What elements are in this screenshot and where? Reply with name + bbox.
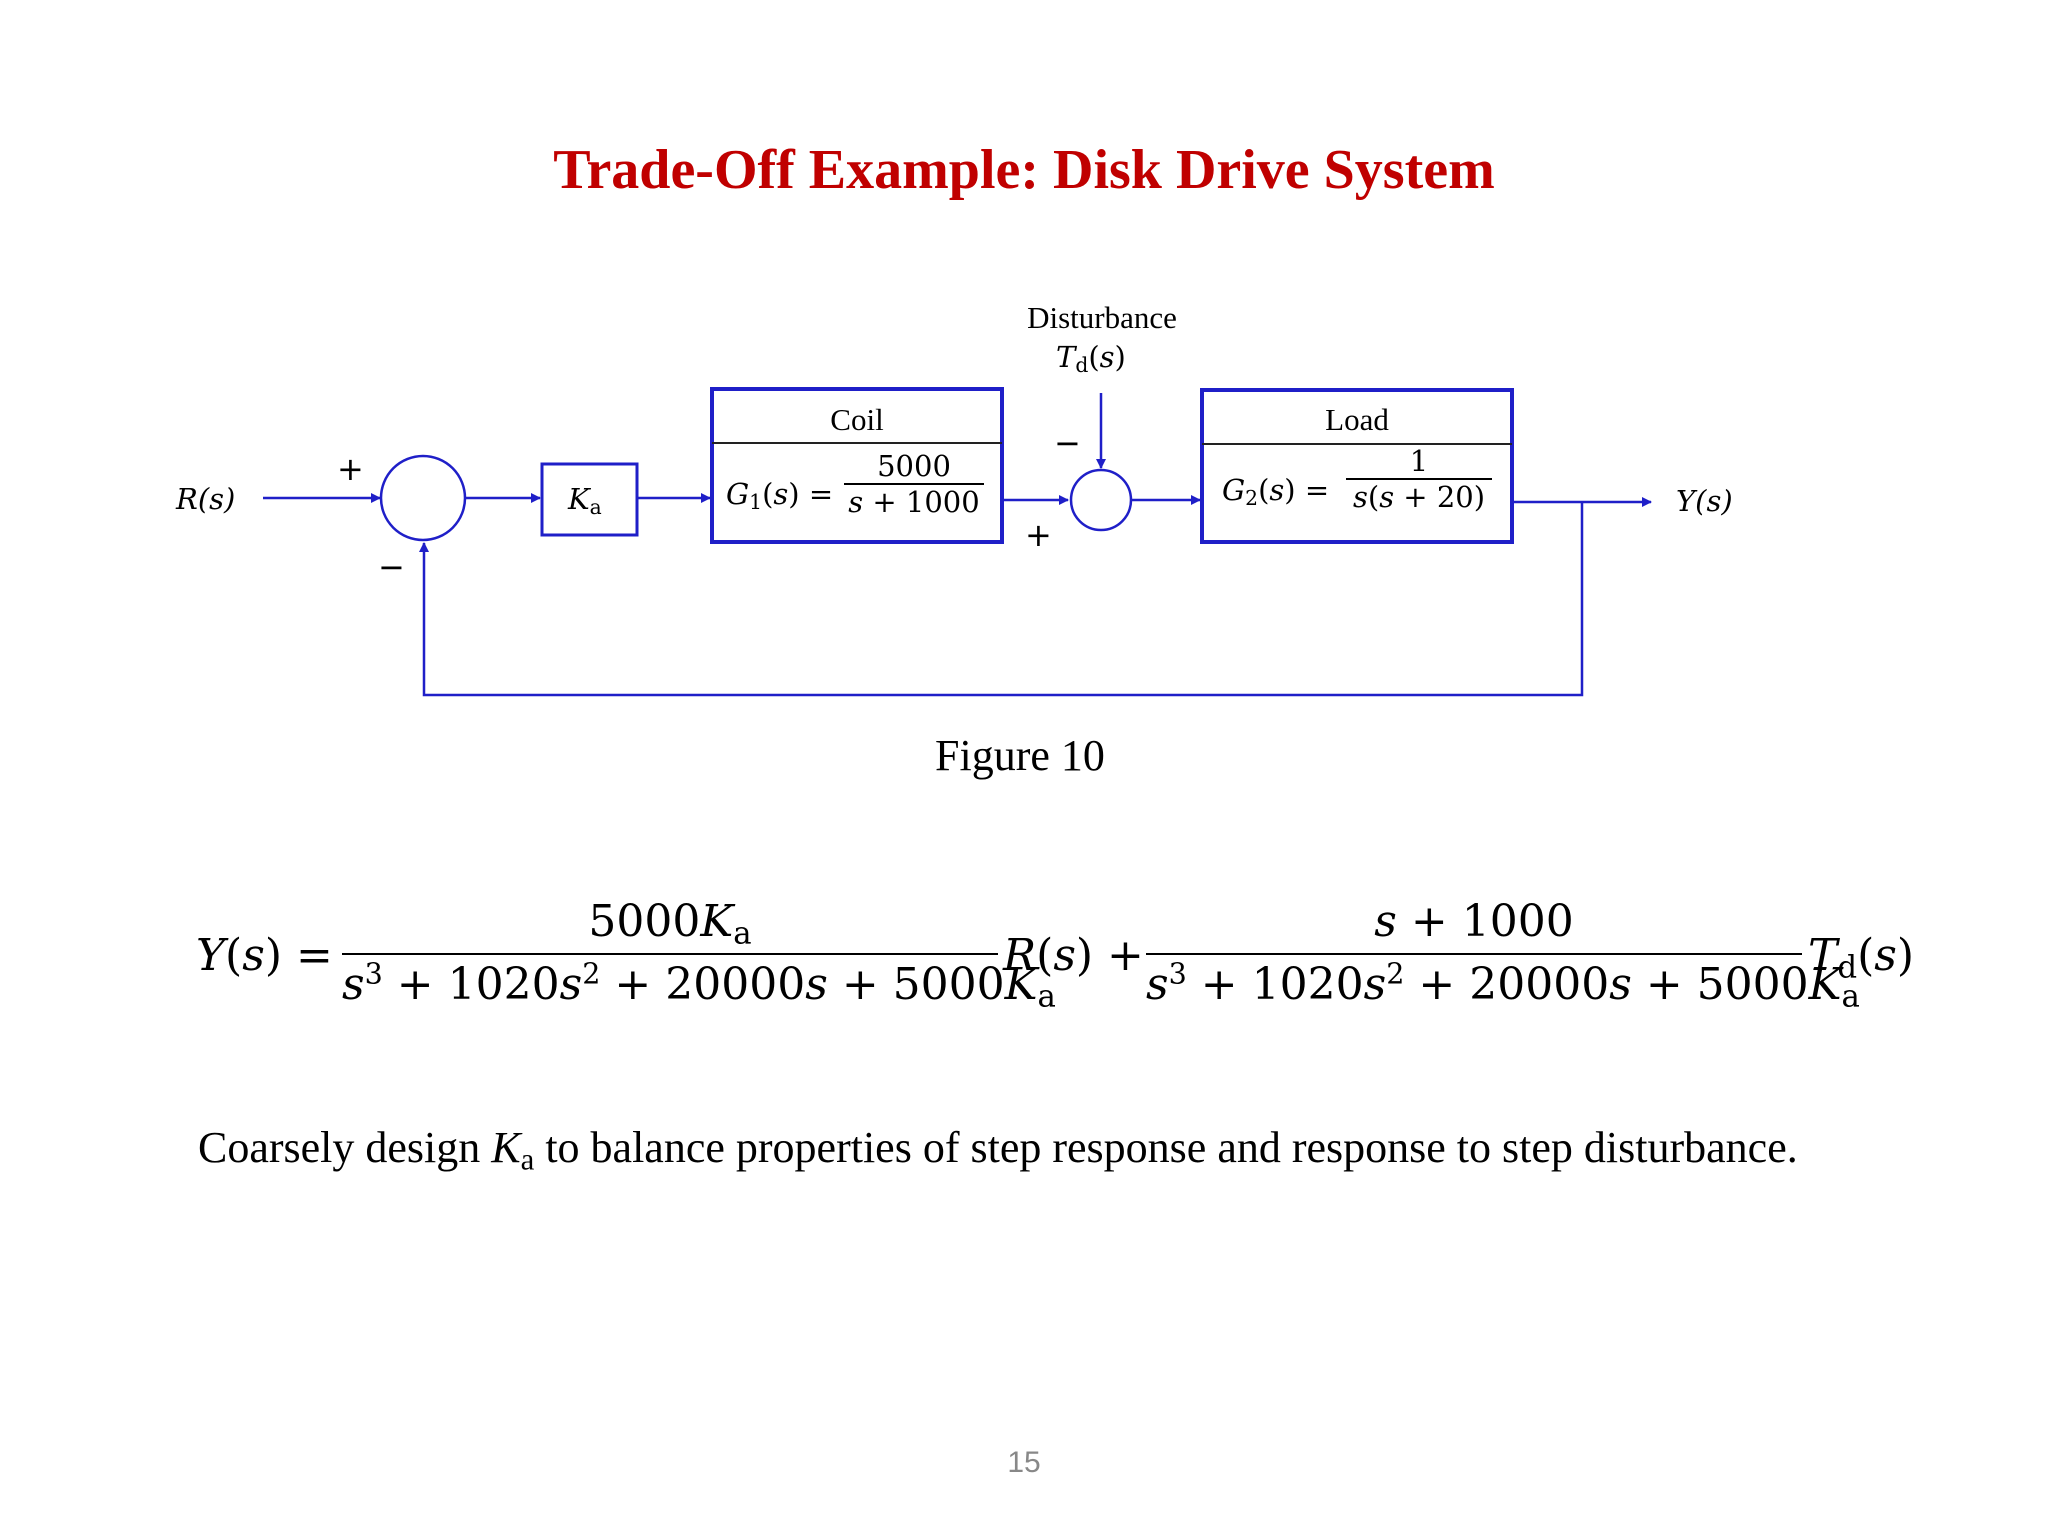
coil-transfer-fraction: 5000 s + 1000 <box>844 449 984 519</box>
summing-junction-1 <box>379 454 467 542</box>
slide-title: Trade-Off Example: Disk Drive System <box>553 139 1495 201</box>
load-block <box>1200 388 1514 544</box>
output-label: Y(s) <box>1676 484 1733 518</box>
design-note: Coarsely design Ka to balance properties… <box>198 1123 1798 1177</box>
term2-denominator: s3 + 1020s2 + 20000s + 5000Ka <box>1146 956 1860 1015</box>
input-label: R(s) <box>176 482 236 516</box>
summing-junction-2 <box>1069 468 1133 532</box>
equation-r-factor: R(s) + <box>1003 930 1144 981</box>
sum1-plus-sign: + <box>337 450 364 488</box>
sum1-minus-sign: − <box>378 548 405 586</box>
coil-transfer-lhs: G1(s) = <box>726 477 834 515</box>
load-header: Load <box>1325 402 1389 437</box>
equation-term2-fraction: s + 1000 s3 + 1020s2 + 20000s + 5000Ka <box>1146 896 1860 1015</box>
load-transfer-fraction: 1 s(s + 20) <box>1346 444 1492 514</box>
term1-numerator: 5000Ka <box>588 896 752 952</box>
equation-td-factor: Td(s) <box>1808 930 1915 986</box>
coil-header: Coil <box>830 402 884 437</box>
term2-numerator: s + 1000 <box>1374 896 1574 947</box>
page-number: 15 <box>1007 1446 1041 1479</box>
coil-numerator: 5000 <box>877 449 951 483</box>
load-denominator: s(s + 20) <box>1352 480 1486 514</box>
load-numerator: 1 <box>1409 444 1429 478</box>
disturbance-symbol: Td(s) <box>1056 340 1126 378</box>
term1-denominator: s3 + 1020s2 + 20000s + 5000Ka <box>342 956 1056 1015</box>
gain-block <box>540 462 639 537</box>
load-transfer-lhs: G2(s) = <box>1222 473 1330 511</box>
sum2-minus-sign: − <box>1054 424 1081 462</box>
gain-label: Ka <box>568 482 602 520</box>
figure-caption: Figure 10 <box>935 731 1105 780</box>
feedback-path <box>419 502 1584 697</box>
disturbance-label: Disturbance <box>1027 300 1177 335</box>
equation-term1-fraction: 5000Ka s3 + 1020s2 + 20000s + 5000Ka <box>342 896 1056 1015</box>
coil-denominator: s + 1000 <box>848 485 980 519</box>
equation-lhs: Y(s) = <box>196 930 333 981</box>
sum2-plus-sign: + <box>1025 516 1052 554</box>
coil-block <box>710 387 1004 544</box>
